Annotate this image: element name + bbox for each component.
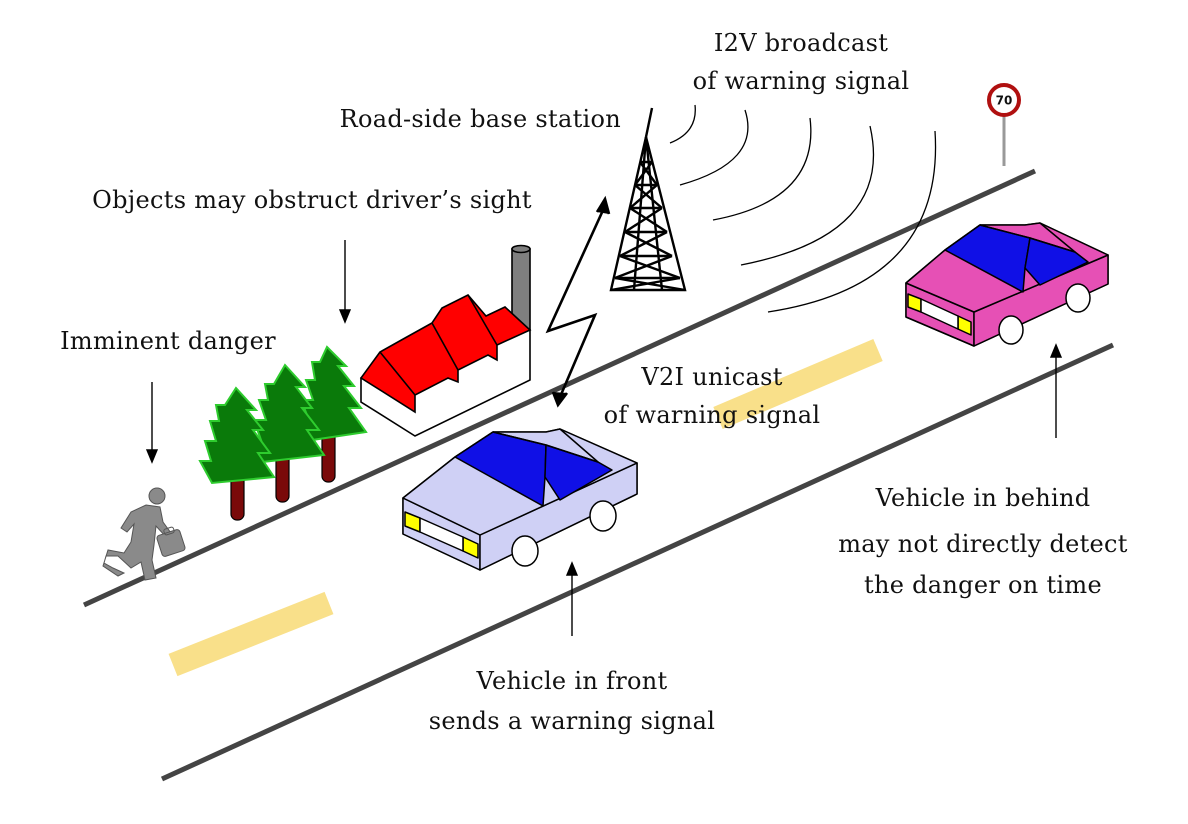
trees <box>198 345 368 521</box>
tree <box>198 386 276 521</box>
arrow-down-icon <box>338 240 352 324</box>
road-lower-edge <box>160 342 1115 782</box>
rear-window <box>544 444 613 501</box>
briefcase-icon <box>156 529 186 557</box>
grille <box>920 298 959 330</box>
tree <box>247 363 326 503</box>
sign-face <box>987 83 1021 117</box>
antenna <box>644 107 654 138</box>
base-station-label: Road-side base station <box>340 105 621 133</box>
factory-roof <box>359 294 532 414</box>
pedestrian-icon <box>102 487 186 581</box>
rear-vehicle-label: Vehicle in behind <box>875 484 1091 512</box>
front-vehicle-label: sends a warning signal <box>429 707 716 735</box>
v2i-label: V2I unicast <box>640 363 782 391</box>
arrow-up-icon <box>565 561 579 636</box>
front-car <box>402 428 638 571</box>
v2i-link <box>545 195 611 408</box>
obstruct-label: Objects may obstruct driver’s sight <box>92 186 532 214</box>
wheel <box>1065 283 1091 313</box>
i2v-label: I2V broadcast <box>714 29 888 57</box>
wheel <box>998 315 1024 345</box>
rear-car <box>905 222 1109 347</box>
lane-marking <box>713 338 883 430</box>
arrow-down-icon <box>145 382 159 464</box>
grille <box>419 517 464 552</box>
pointer-arrows <box>145 240 1063 636</box>
i2v-label: of warning signal <box>693 67 910 95</box>
front-vehicle-label: Vehicle in front <box>476 667 668 695</box>
labels: I2V broadcast of warning signal Road-sid… <box>60 29 1128 735</box>
lane-marking <box>168 591 334 677</box>
arrow-up-icon <box>1049 343 1063 438</box>
wheel <box>511 535 539 567</box>
speed-limit-sign: 70 <box>987 83 1021 166</box>
v2i-label: of warning signal <box>604 401 821 429</box>
broadcast-waves <box>669 104 937 313</box>
tree <box>295 345 368 483</box>
rear-vehicle-label: the danger on time <box>864 571 1102 599</box>
road <box>82 168 1115 782</box>
road-upper-edge <box>82 168 1037 608</box>
base-station-tower <box>609 107 687 292</box>
speed-limit-value: 70 <box>996 94 1013 108</box>
wheel <box>589 500 617 532</box>
rear-window <box>1024 237 1089 286</box>
rear-vehicle-label: may not directly detect <box>838 530 1128 558</box>
danger-label: Imminent danger <box>60 327 276 355</box>
factory <box>359 244 532 437</box>
